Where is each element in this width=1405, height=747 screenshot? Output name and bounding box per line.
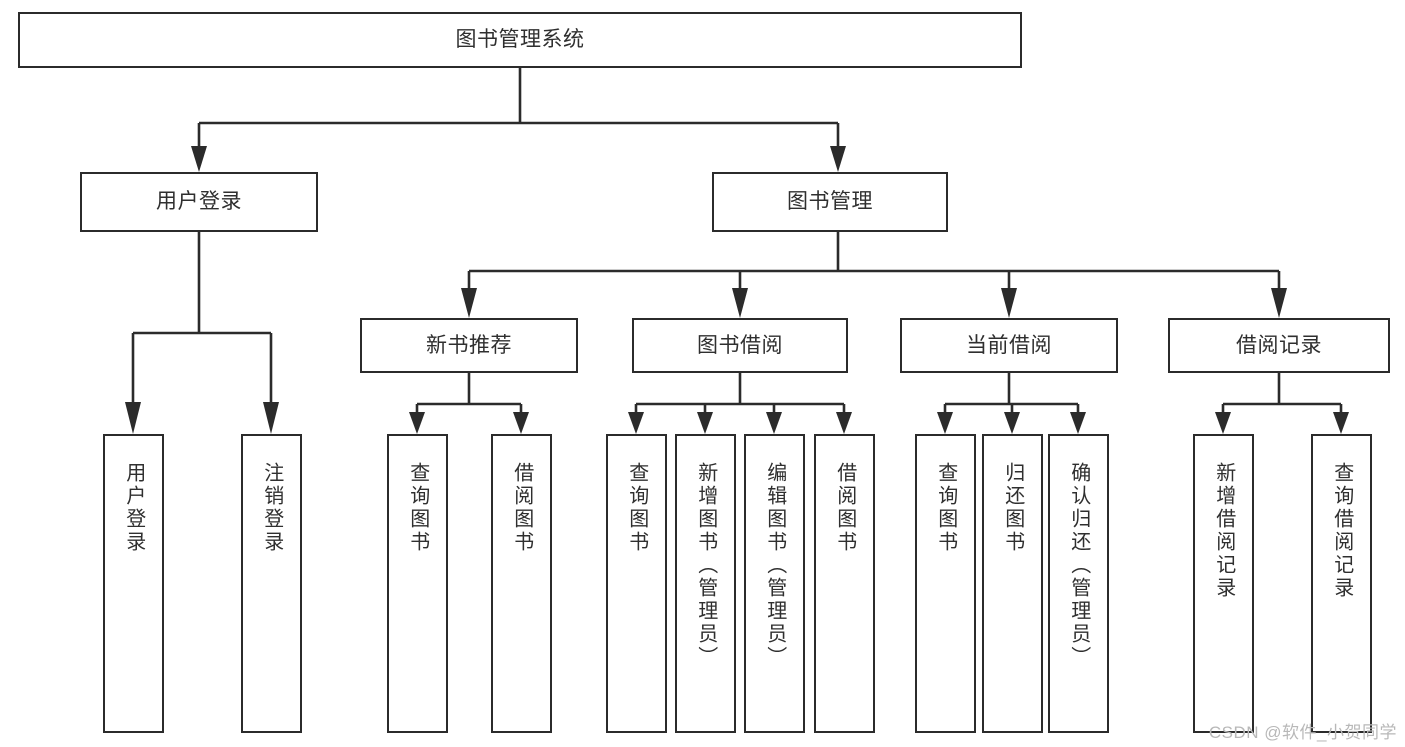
leaf-label: 借阅图书 (833, 462, 856, 554)
node-book-management-label: 图书管理 (787, 190, 873, 214)
node-borrow-record-label: 借阅记录 (1236, 333, 1322, 357)
node-current-borrow-label: 当前借阅 (966, 333, 1052, 357)
leaf-label: 用户登录 (122, 462, 145, 554)
node-new-book-recommend-label: 新书推荐 (426, 333, 512, 357)
node-book-borrow[interactable]: 图书借阅 (632, 318, 848, 373)
node-current-borrow[interactable]: 当前借阅 (900, 318, 1118, 373)
node-root[interactable]: 图书管理系统 (18, 12, 1022, 68)
leaf-label: 归还图书 (1001, 462, 1024, 554)
leaf-label: 注销登录 (260, 462, 283, 554)
leaf-borrow-borrow-book[interactable]: 借阅图书 (814, 434, 875, 733)
node-user-login-label: 用户登录 (156, 190, 242, 214)
node-root-label: 图书管理系统 (455, 28, 585, 52)
leaf-current-query-book[interactable]: 查询图书 (915, 434, 976, 733)
leaf-current-return-book[interactable]: 归还图书 (982, 434, 1043, 733)
leaf-label: 查询图书 (934, 462, 957, 554)
leaf-borrow-edit-book[interactable]: 编辑图书（管理员） (744, 434, 805, 733)
leaf-label: 编辑图书（管理员） (763, 462, 786, 669)
leaf-record-add-record[interactable]: 新增借阅记录 (1193, 434, 1254, 733)
leaf-label: 查询借阅记录 (1330, 462, 1353, 600)
node-user-login[interactable]: 用户登录 (80, 172, 318, 232)
node-book-borrow-label: 图书借阅 (697, 333, 783, 357)
node-borrow-record[interactable]: 借阅记录 (1168, 318, 1390, 373)
leaf-user-login-logout[interactable]: 注销登录 (241, 434, 302, 733)
leaf-record-query-record[interactable]: 查询借阅记录 (1311, 434, 1372, 733)
leaf-user-login-login[interactable]: 用户登录 (103, 434, 164, 733)
leaf-recommend-borrow-book[interactable]: 借阅图书 (491, 434, 552, 733)
leaf-label: 确认归还（管理员） (1067, 462, 1090, 669)
leaf-label: 新增图书（管理员） (694, 462, 717, 669)
watermark: CSDN @软件_小贺同学 (1208, 723, 1397, 742)
node-book-management[interactable]: 图书管理 (712, 172, 948, 232)
leaf-label: 查询图书 (406, 462, 429, 554)
leaf-current-confirm-return[interactable]: 确认归还（管理员） (1048, 434, 1109, 733)
leaf-label: 借阅图书 (510, 462, 533, 554)
leaf-label: 新增借阅记录 (1212, 462, 1235, 600)
leaf-borrow-query-book[interactable]: 查询图书 (606, 434, 667, 733)
leaf-recommend-query-book[interactable]: 查询图书 (387, 434, 448, 733)
leaf-label: 查询图书 (625, 462, 648, 554)
leaf-borrow-add-book[interactable]: 新增图书（管理员） (675, 434, 736, 733)
node-new-book-recommend[interactable]: 新书推荐 (360, 318, 578, 373)
